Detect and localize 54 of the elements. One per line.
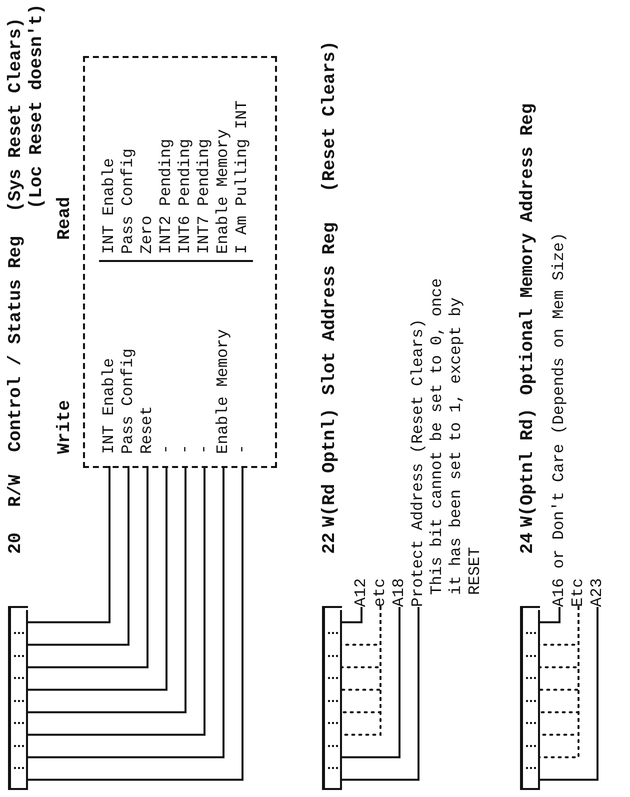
leader-line	[27, 466, 168, 691]
write-function-text: Enable Memory	[214, 329, 233, 454]
bit-label: A23	[588, 578, 607, 607]
write-function-text: Reset	[138, 406, 157, 454]
leader-line	[27, 466, 148, 668]
leader-line	[539, 607, 598, 781]
bit-label: A12	[352, 578, 371, 607]
leader-line	[27, 466, 206, 736]
bit-label: etc	[371, 578, 390, 607]
leader-line	[27, 466, 244, 781]
register-name: Slot Address Reg	[320, 222, 340, 395]
read-function-text: I Am Pulling INT	[233, 100, 252, 254]
read-function-text: INT6 Pending	[176, 138, 195, 254]
reset-note: (Sys Reset Clears)	[6, 18, 26, 212]
write-function-text: -	[176, 444, 195, 454]
read-function-text: INT2 Pending	[157, 138, 176, 254]
write-function-text: Pass Config	[119, 348, 138, 454]
register-name: Control / Status Reg	[6, 236, 26, 452]
leader-line	[27, 466, 186, 714]
access-mode: W(Rd Optnl)	[320, 408, 340, 527]
write-function-text: -	[195, 444, 214, 454]
leader-line	[341, 607, 362, 624]
access-mode: R/W	[6, 474, 26, 507]
read-function-text: INT Enable	[100, 158, 119, 254]
leader-line	[341, 607, 420, 781]
register-number: 20	[6, 532, 26, 554]
register-bar	[8, 606, 28, 790]
note-text: This bit cannot be set to 0, once it has been set to 1, except by RESET	[428, 277, 485, 595]
bit-label: A18	[390, 578, 409, 607]
reset-note: (Reset Clears)	[320, 40, 340, 192]
register-name: Optional Memory Address Reg	[518, 103, 538, 395]
register-bar	[322, 606, 342, 790]
column-heading: Write	[55, 400, 75, 454]
register-number: 22	[320, 532, 340, 554]
leader-line	[27, 466, 110, 624]
write-function-text: -	[233, 444, 252, 454]
read-function-text: INT7 Pending	[195, 138, 214, 254]
write-function-text: -	[157, 444, 176, 454]
column-heading: Read	[55, 196, 75, 240]
bit-label: A16 or Don't Care (Depends on Mem Size)	[550, 232, 569, 607]
bit-label: Etc	[569, 578, 588, 607]
leader-line	[539, 607, 560, 624]
access-mode: W(Optnl Rd)	[518, 408, 538, 527]
read-function-text: Zero	[138, 216, 157, 254]
bit-label: Protect Address (Reset Clears)	[409, 318, 428, 607]
reset-note: (Loc Reset doesn't)	[27, 4, 47, 209]
leader-line	[27, 466, 224, 758]
read-function-text: Enable Memory	[214, 129, 233, 254]
read-function-text: Pass Config	[119, 148, 138, 254]
write-function-text: INT Enable	[100, 358, 119, 454]
leader-line	[341, 607, 400, 758]
register-bar	[520, 606, 540, 790]
register-number: 24	[518, 532, 538, 554]
leader-line	[27, 466, 130, 646]
